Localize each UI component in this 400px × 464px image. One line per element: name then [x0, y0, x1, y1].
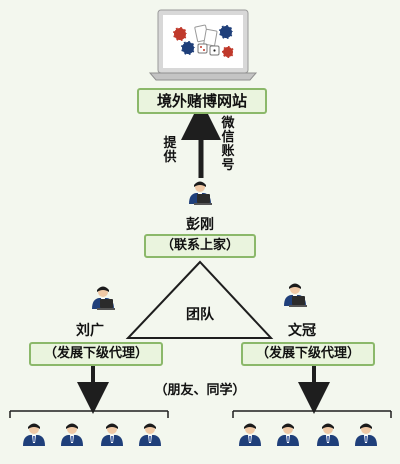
leader-role-box: （联系上家） — [144, 234, 256, 258]
edge-label-provide: 提供 — [163, 136, 177, 165]
agent-right-role-box: （发展下级代理） — [241, 342, 375, 366]
agent-left-role-box: （发展下级代理） — [29, 342, 163, 366]
sub-agent-right-3-icon — [317, 423, 339, 446]
sub-agent-right-4-icon — [355, 423, 377, 446]
team-label: 团队 — [186, 307, 214, 323]
laptop-icon — [148, 9, 258, 81]
edge-label-wechat: 微信账号 — [221, 116, 235, 173]
sub-agent-right-1-icon — [239, 423, 261, 446]
agent-right-figure-icon — [284, 284, 307, 308]
sub-agent-right-2-icon — [277, 423, 299, 446]
sub-agent-left-4-icon — [139, 423, 161, 446]
leader-name: 彭刚 — [186, 217, 214, 233]
casino-chips-icon — [172, 24, 235, 59]
sub-agent-left-1-icon — [23, 423, 45, 446]
sub-agent-left-3-icon — [101, 423, 123, 446]
left-group-bracket — [9, 410, 169, 418]
recruit-note: （朋友、同学） — [154, 383, 246, 398]
agent-left-name: 刘广 — [76, 323, 104, 339]
leader-figure-icon — [189, 182, 212, 206]
right-group-bracket — [232, 410, 392, 418]
sub-agent-left-2-icon — [61, 423, 83, 446]
team-triangle — [125, 260, 274, 339]
website-label: 境外赌博网站 — [137, 88, 267, 114]
agent-left-figure-icon — [92, 287, 115, 311]
agent-right-name: 文冠 — [288, 323, 316, 339]
